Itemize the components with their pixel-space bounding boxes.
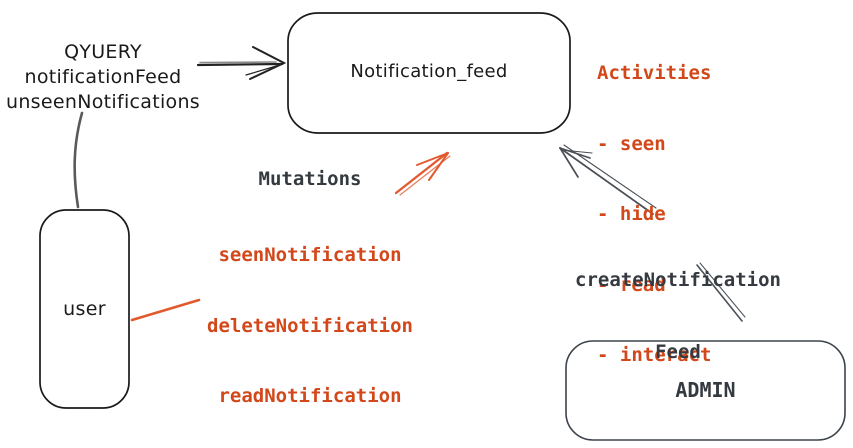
- mutation-item: seenNotification: [218, 244, 402, 266]
- mutations-title: Mutations: [258, 168, 362, 190]
- mutation-item: readNotification: [218, 385, 402, 407]
- query-label-line: notificationFeed: [24, 66, 182, 88]
- mutations-arrow: [394, 151, 451, 196]
- notification-feed-box: [287, 12, 571, 134]
- user-query-connector: [73, 111, 84, 209]
- create-notification-line: createNotification: [575, 269, 781, 291]
- admin-arrow-lower: [696, 262, 746, 322]
- admin-box: [565, 340, 846, 441]
- query-label: QYUERY notificationFeed unseenNotificati…: [3, 40, 203, 115]
- mutations-list: seenNotification deleteNotification read…: [176, 197, 444, 448]
- notification-feed-label: Notification_feed: [350, 61, 508, 82]
- create-notification-label: createNotification Feed: [558, 220, 798, 412]
- mutation-item: deleteNotification: [207, 314, 413, 337]
- admin-arrow-upper: [559, 144, 657, 215]
- create-notification-line: Feed: [655, 341, 701, 363]
- activities-item: - read: [597, 273, 666, 296]
- activities-item: - hide: [597, 203, 666, 225]
- user-mutations-connector: [130, 298, 201, 322]
- admin-label: ADMIN: [675, 378, 736, 402]
- query-label-line: QYUERY: [64, 41, 142, 63]
- query-arrow: [196, 46, 287, 80]
- user-box: [39, 209, 130, 409]
- user-label: user: [63, 298, 106, 320]
- activities-list: Activities - seen - hide - read - intera…: [597, 15, 711, 415]
- query-label-line: unseenNotifications: [5, 91, 201, 113]
- activities-title: Activities: [597, 62, 712, 84]
- activities-item: - seen: [597, 132, 666, 155]
- activities-item: - interact: [597, 344, 712, 366]
